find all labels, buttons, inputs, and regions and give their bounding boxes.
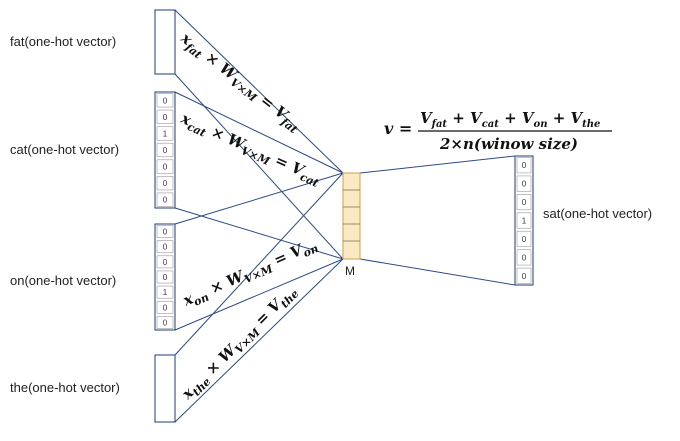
sat-cell	[516, 212, 532, 229]
sat-cell-value: 0	[522, 198, 527, 207]
sat-cell-value: 0	[522, 253, 527, 262]
line-the-bottom	[174, 258, 344, 423]
sat-vector: 0 0 0 1 0 0 0	[514, 155, 534, 286]
on-cell-value: 0	[163, 273, 168, 282]
svg-text:Vfat + Vcat + Von + Vthe: Vfat + Vcat + Von + Vthe	[420, 109, 600, 130]
line-the-top	[174, 172, 344, 356]
the-label: the(one-hot vector)	[10, 380, 120, 395]
cat-cell	[156, 126, 174, 141]
hidden-layer	[342, 172, 361, 260]
on-cell-value: 0	[163, 318, 168, 327]
line-on-bottom	[174, 258, 344, 331]
formula-fat: xfat × WV×M = Vfat	[175, 28, 305, 136]
on-cell	[156, 285, 174, 299]
cat-cell	[156, 142, 174, 158]
cat-cell	[156, 192, 174, 207]
on-cell-value: 0	[163, 228, 168, 237]
sat-cell	[516, 267, 532, 284]
on-cell-value: 0	[163, 243, 168, 252]
cat-vector: 0 0 1 0 0 0 0	[154, 91, 176, 209]
line-fat-top	[174, 9, 344, 174]
fat-label: fat(one-hot vector)	[10, 34, 116, 49]
sat-cell-value: 0	[522, 235, 527, 244]
sat-cell	[516, 249, 532, 266]
cat-cell-value: 0	[163, 113, 168, 122]
on-vector: 0 0 0 0 1 0 0	[154, 223, 176, 331]
line-fat-bottom	[174, 73, 344, 260]
cat-cell	[156, 159, 174, 174]
sat-cell-value: 0	[522, 161, 527, 170]
cat-cell	[156, 93, 174, 108]
on-cell	[156, 270, 174, 284]
svg-text:2×n(winow size): 2×n(winow size)	[439, 135, 578, 153]
line-on-top	[174, 172, 344, 225]
line-sat-bottom	[359, 258, 516, 286]
line-cat-top	[174, 91, 344, 174]
on-label: on(one-hot vector)	[10, 273, 116, 288]
sat-cell-value: 1	[522, 217, 527, 226]
the-vector-box	[154, 354, 176, 423]
sat-cell	[516, 175, 532, 192]
on-cell-value: 0	[163, 258, 168, 267]
sat-cell	[516, 230, 532, 247]
sat-cell	[516, 157, 532, 174]
line-sat-top	[359, 155, 516, 174]
on-cell-value: 1	[163, 288, 168, 297]
on-cell	[156, 316, 174, 329]
fat-vector-box	[154, 9, 176, 75]
cat-cell	[156, 109, 174, 124]
cat-cell-value: 0	[163, 96, 168, 105]
formula-cat: xcat × WV×M = Vcat	[176, 109, 324, 190]
on-cell	[156, 255, 174, 269]
sat-cell-value: 0	[522, 272, 527, 281]
on-cell	[156, 240, 174, 254]
hidden-layer-label: M	[345, 264, 355, 278]
sat-label: sat(one-hot vector)	[543, 206, 652, 221]
svg-text:v =: v =	[384, 119, 412, 138]
cat-cell-value: 0	[163, 146, 168, 155]
cat-label: cat(one-hot vector)	[10, 142, 119, 157]
on-cell	[156, 225, 174, 238]
cat-cell-value: 0	[163, 179, 168, 188]
on-cell	[156, 300, 174, 314]
line-cat-bottom	[174, 207, 344, 260]
connection-lines	[174, 9, 516, 423]
sat-cell-value: 0	[522, 180, 527, 189]
cat-cell-value: 0	[163, 163, 168, 172]
cat-cell	[156, 176, 174, 191]
cat-cell-value: 0	[163, 196, 168, 205]
cat-cell-value: 1	[163, 129, 168, 138]
on-cell-value: 0	[163, 303, 168, 312]
average-formula: v = Vfat + Vcat + Von + Vthe 2×n(winow s…	[384, 109, 612, 153]
sat-cell	[516, 194, 532, 211]
